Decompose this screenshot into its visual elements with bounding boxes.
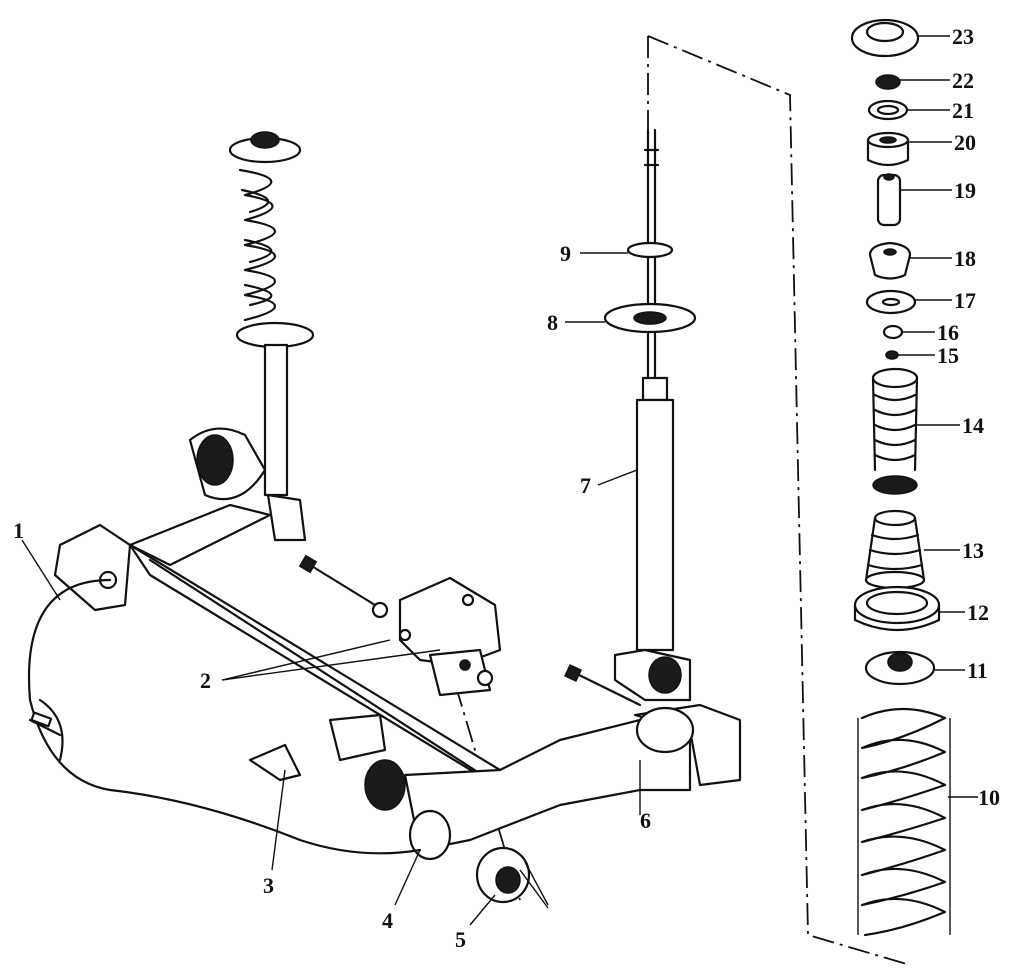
callout-7: 7 xyxy=(580,473,591,498)
callout-14: 14 xyxy=(962,413,984,438)
brake-cable xyxy=(27,578,422,855)
lower-spring-seat xyxy=(864,650,936,686)
callout-labels: 1 2 3 4 5 6 7 8 9 10 11 12 13 14 15 16 1… xyxy=(13,24,1000,952)
dust-boot xyxy=(864,509,926,590)
bump-stop xyxy=(871,367,919,495)
callout-2: 2 xyxy=(200,668,211,693)
nut xyxy=(875,74,901,90)
callout-19: 19 xyxy=(954,178,976,203)
callout-12: 12 xyxy=(967,600,989,625)
nut-small xyxy=(882,324,904,340)
coil-spring xyxy=(857,707,951,937)
mounting-bolts xyxy=(298,554,642,707)
spring-seat-washer xyxy=(865,289,917,315)
callout-17: 17 xyxy=(954,288,976,313)
callout-13: 13 xyxy=(962,538,984,563)
rear-axle-beam xyxy=(53,503,742,861)
callout-15: 15 xyxy=(937,343,959,368)
callout-3: 3 xyxy=(263,873,274,898)
callout-20: 20 xyxy=(954,130,976,155)
callout-8: 8 xyxy=(547,310,558,335)
upper-spring-seat xyxy=(853,585,941,632)
axle-bushing xyxy=(475,846,549,909)
spacer-sleeve xyxy=(876,173,902,227)
callout-4: 4 xyxy=(382,908,393,933)
shock-absorber xyxy=(603,128,697,702)
callout-11: 11 xyxy=(967,658,988,683)
callout-22: 22 xyxy=(952,68,974,93)
rubber-mount-upper xyxy=(866,131,910,167)
washer-upper xyxy=(867,99,909,121)
assembly-axis-line xyxy=(444,35,911,966)
callout-9: 9 xyxy=(560,241,571,266)
rubber-mount-lower xyxy=(868,241,912,280)
assembled-strut-left xyxy=(188,131,315,542)
callout-1: 1 xyxy=(13,518,24,543)
callout-10: 10 xyxy=(978,785,1000,810)
callout-16: 16 xyxy=(937,320,959,345)
top-cap xyxy=(850,18,920,58)
callout-5: 5 xyxy=(455,927,466,952)
callout-23: 23 xyxy=(952,24,974,49)
callout-21: 21 xyxy=(952,98,974,123)
washer-small xyxy=(885,350,899,360)
callout-6: 6 xyxy=(640,808,651,833)
leader-lines xyxy=(21,35,978,926)
mounting-bracket xyxy=(398,576,502,697)
callout-18: 18 xyxy=(954,246,976,271)
